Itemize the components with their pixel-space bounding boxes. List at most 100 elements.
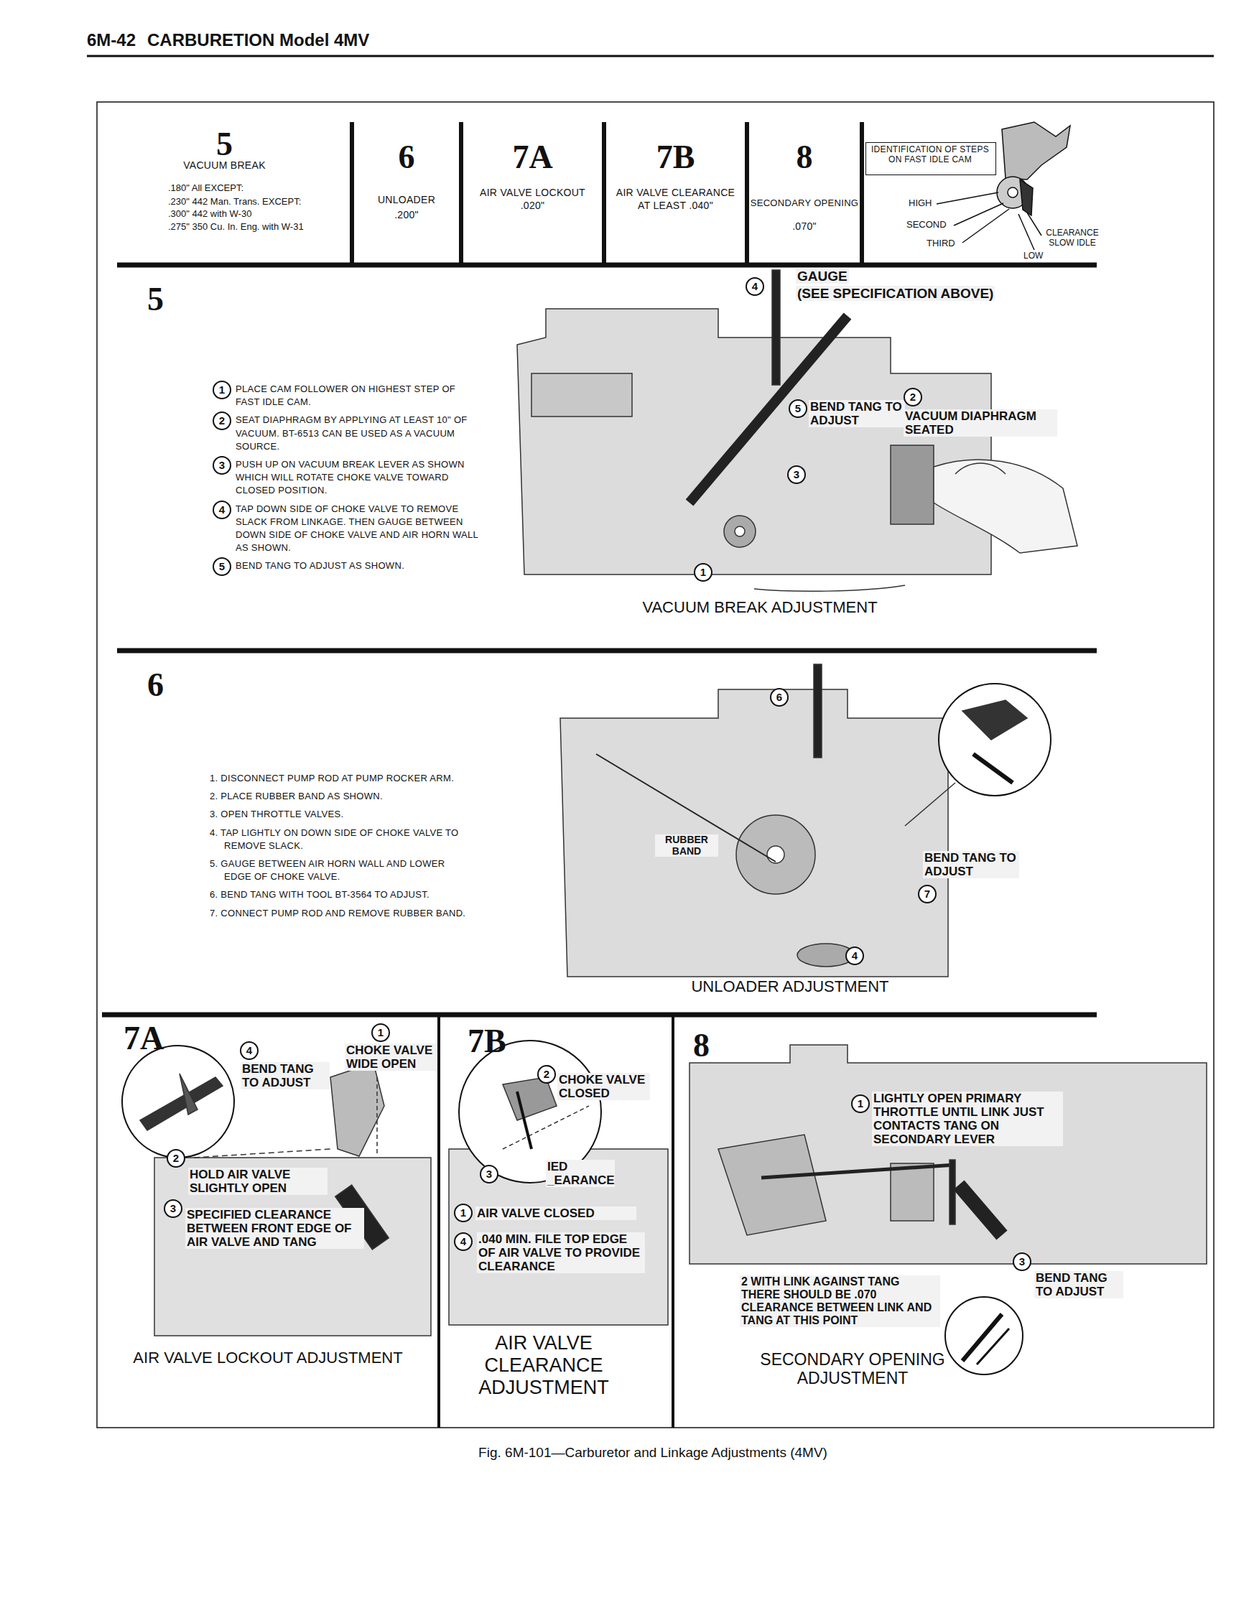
unloader-illustration-part xyxy=(904,782,956,826)
secondary-opening-illustration-part xyxy=(945,1297,1023,1375)
instruction: 4. TAP LIGHTLY ON DOWN SIDE OF CHOKE VAL… xyxy=(209,826,469,853)
unloader-illustration-part xyxy=(962,700,1028,740)
step-label: LOW xyxy=(1023,251,1043,262)
vacuum-break-illustration-part xyxy=(754,585,905,592)
vacuum-break-illustration xyxy=(517,270,1078,592)
callout-number: 6 xyxy=(769,688,789,707)
spec-value: .200" xyxy=(351,209,462,221)
instruction: PUSH UP ON VACUUM BREAK LEVER AS SHOWN W… xyxy=(235,458,480,498)
secondary-opening-illustration-part xyxy=(958,1185,1002,1236)
id-box-text: IDENTIFICATION OF STEPS ON FAST IDLE CAM xyxy=(868,145,992,166)
part-label: IED _EARANCE xyxy=(545,1159,615,1188)
callout-number: 3 xyxy=(163,1199,183,1219)
unloader-illustration-part xyxy=(767,846,785,864)
secondary-opening-illustration-part xyxy=(718,1134,826,1236)
spec-heading: VACUUM BREAK xyxy=(96,159,352,171)
fast-idle-cam-part xyxy=(962,209,1010,243)
callout-number: 1 xyxy=(212,380,232,400)
section-number: 7B xyxy=(604,140,747,174)
part-label: BEND TANG TO ADJUST xyxy=(922,851,1020,879)
air-valve-lockout-illustration-part xyxy=(154,1157,431,1336)
instruction: PLACE CAM FOLLOWER ON HIGHEST STEP OF FA… xyxy=(235,382,480,409)
instruction: TAP DOWN SIDE OF CHOKE VALVE TO REMOVE S… xyxy=(235,502,480,556)
air-valve-lockout-illustration-part xyxy=(122,1045,235,1158)
callout-number: 2 xyxy=(537,1065,556,1084)
callout-number: 4 xyxy=(212,500,232,520)
air-valve-lockout-illustration xyxy=(122,1045,431,1336)
air-valve-clearance-illustration xyxy=(448,1040,668,1326)
vacuum-break-illustration-part xyxy=(531,373,633,417)
figure-caption: Fig. 6M-101—Carburetor and Linkage Adjus… xyxy=(329,1445,977,1461)
page-frame-part xyxy=(117,262,1097,268)
secondary-opening-illustration-part xyxy=(761,1164,956,1178)
callout-number: 4 xyxy=(453,1232,473,1252)
instruction: BEND TANG TO ADJUST AS SHOWN. xyxy=(235,559,480,573)
vacuum-break-illustration-part xyxy=(517,308,992,575)
callout-number: 3 xyxy=(212,456,232,475)
vacuum-break-illustration-part xyxy=(723,515,756,548)
part-label: BEND TANG TO ADJUST xyxy=(808,400,905,428)
unloader-illustration-part xyxy=(938,683,1051,796)
secondary-opening-illustration xyxy=(689,1045,1207,1375)
callout-number: 1 xyxy=(851,1094,870,1114)
page-frame-part xyxy=(96,101,1214,1428)
page-frame-part xyxy=(671,1014,675,1428)
spec-line: .230" 442 Man. Trans. EXCEPT: xyxy=(168,196,348,208)
part-label: BEND TANG TO ADJUST xyxy=(240,1062,330,1090)
air-valve-lockout-illustration-part xyxy=(193,1149,331,1158)
instruction: 7. CONNECT PUMP ROD AND REMOVE RUBBER BA… xyxy=(209,907,469,921)
instruction: 1. DISCONNECT PUMP ROD AT PUMP ROCKER AR… xyxy=(209,772,469,786)
air-valve-lockout-illustration-part xyxy=(140,1077,223,1131)
fast-idle-cam-part xyxy=(936,192,999,204)
adjustment-panel: 8SECONDARY OPENING ADJUSTMENT xyxy=(672,1014,1214,1428)
instruction: 6. BEND TANG WITH TOOL BT-3564 TO ADJUST… xyxy=(209,888,469,902)
spec-cell: 8SECONDARY OPENING.070" xyxy=(746,122,862,266)
part-label: VACUUM DIAPHRAGM SEATED xyxy=(903,409,1058,437)
spec-line: .275" 350 Cu. In. Eng. with W-31 xyxy=(168,221,348,233)
air-valve-clearance-illustration-part xyxy=(448,1149,668,1326)
spec-heading: AIR VALVE CLEARANCE xyxy=(604,186,747,199)
page-frame-part xyxy=(351,122,862,266)
section-number: 7A xyxy=(461,140,605,174)
part-label: LIGHTLY OPEN PRIMARY THROTTLE UNTIL LINK… xyxy=(871,1091,1063,1147)
step-label: THIRD xyxy=(926,238,956,250)
instruction: 5. GAUGE BETWEEN AIR HORN WALL AND LOWER… xyxy=(209,857,469,884)
identification-box: IDENTIFICATION OF STEPS ON FAST IDLE CAM xyxy=(865,142,997,176)
part-label: BEND TANG TO ADJUST xyxy=(1034,1271,1124,1299)
callout-number: 3 xyxy=(787,465,806,485)
spec-cell: 7AAIR VALVE LOCKOUT.020" xyxy=(461,122,605,266)
page-frame-part xyxy=(86,55,1214,58)
secondary-opening-illustration-part xyxy=(962,1314,1002,1362)
callout-number: 4 xyxy=(239,1041,259,1061)
page-frame-part xyxy=(437,1014,441,1428)
spec-value: AT LEAST .040" xyxy=(604,199,747,212)
part-label: SPECIFIED CLEARANCE BETWEEN FRONT EDGE O… xyxy=(185,1208,365,1249)
air-valve-clearance-illustration-part xyxy=(502,1077,557,1121)
instruction: 3. OPEN THROTTLE VALVES. xyxy=(209,808,469,821)
callout-number: 7 xyxy=(917,884,937,904)
spec-line: .180" All EXCEPT: xyxy=(168,183,348,194)
section-number: 6 xyxy=(147,668,164,702)
spec-cell: 6UNLOADER.200" xyxy=(351,122,462,266)
air-valve-lockout-illustration-part xyxy=(376,1077,378,1157)
callout-number: 1 xyxy=(453,1203,473,1223)
page-frame-part-part xyxy=(601,122,607,266)
section-number: 8 xyxy=(746,140,862,174)
secondary-opening-illustration-part xyxy=(689,1045,1207,1265)
spec-cell: 5VACUUM BREAK.180" All EXCEPT:.230" 442 … xyxy=(96,122,352,266)
page-title: CARBURETION Model 4MV xyxy=(147,30,370,51)
gauge-label: (SEE SPECIFICATION ABOVE) xyxy=(795,285,995,301)
section-number: 7B xyxy=(467,1024,507,1058)
air-valve-lockout-illustration-part xyxy=(179,1073,198,1115)
page-frame-part-part xyxy=(349,122,355,266)
spec-value: .070" xyxy=(746,220,862,232)
figure-caption: SECONDARY OPENING ADJUSTMENT xyxy=(744,1350,961,1389)
callout-number: 3 xyxy=(1012,1252,1032,1272)
part-label: 2 WITH LINK AGAINST TANG THERE SHOULD BE… xyxy=(739,1275,941,1328)
spec-cell: 7B AIR VALVE CLEARANCEAT LEAST .040" xyxy=(604,122,747,266)
callout-number: 1 xyxy=(371,1023,390,1043)
page-frame-part-part xyxy=(859,122,865,266)
callout-number: 5 xyxy=(788,399,808,419)
page-frame-part-part xyxy=(458,122,464,266)
